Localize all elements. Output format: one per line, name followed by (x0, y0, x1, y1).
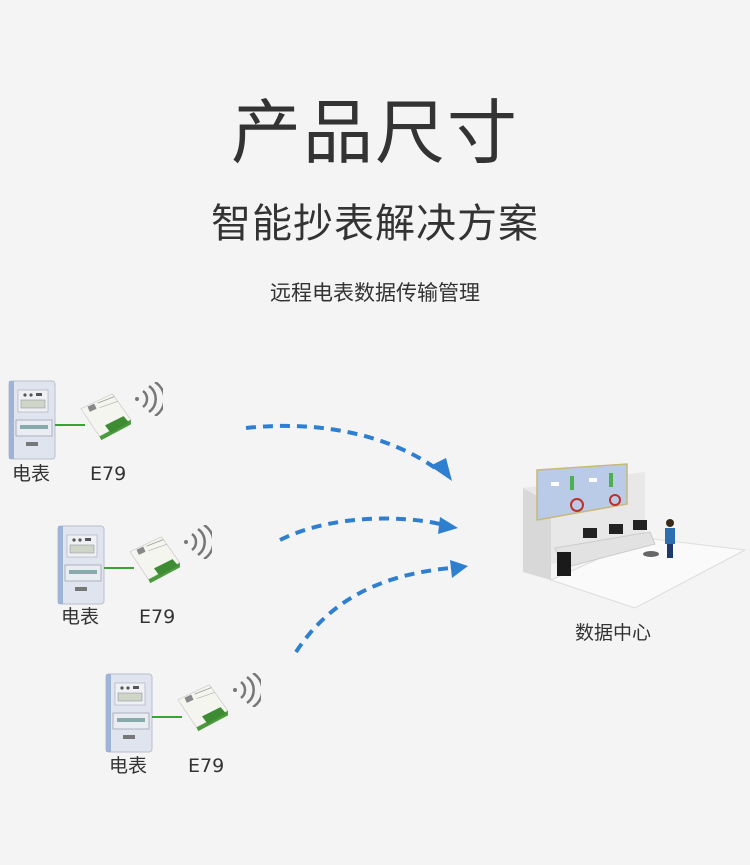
flow-arrow-path-1 (245, 423, 440, 472)
meter-link-2 (104, 567, 134, 569)
arrowhead-2 (438, 517, 458, 534)
page-title: 产品尺寸 (231, 92, 519, 174)
data-center-illustration (523, 463, 745, 609)
meter-label-2: 电表 (61, 606, 100, 628)
data-center-label: 数据中心 (575, 622, 652, 644)
meter-label-1: 电表 (12, 463, 51, 485)
page-description: 远程电表数据传输管理 (270, 281, 480, 305)
module-label-3: E79 (188, 755, 225, 777)
module-label-2: E79 (139, 606, 176, 628)
meter-label-3: 电表 (109, 755, 148, 777)
module-label-1: E79 (90, 463, 127, 485)
meter-link-3 (152, 716, 182, 718)
arrowhead-3 (450, 560, 468, 578)
flow-arrow-path-3 (294, 566, 451, 654)
meter-link-1 (55, 424, 85, 426)
flow-arrow-path-2 (279, 516, 441, 542)
page-subtitle: 智能抄表解决方案 (211, 201, 539, 247)
arrowhead-1 (430, 458, 452, 481)
